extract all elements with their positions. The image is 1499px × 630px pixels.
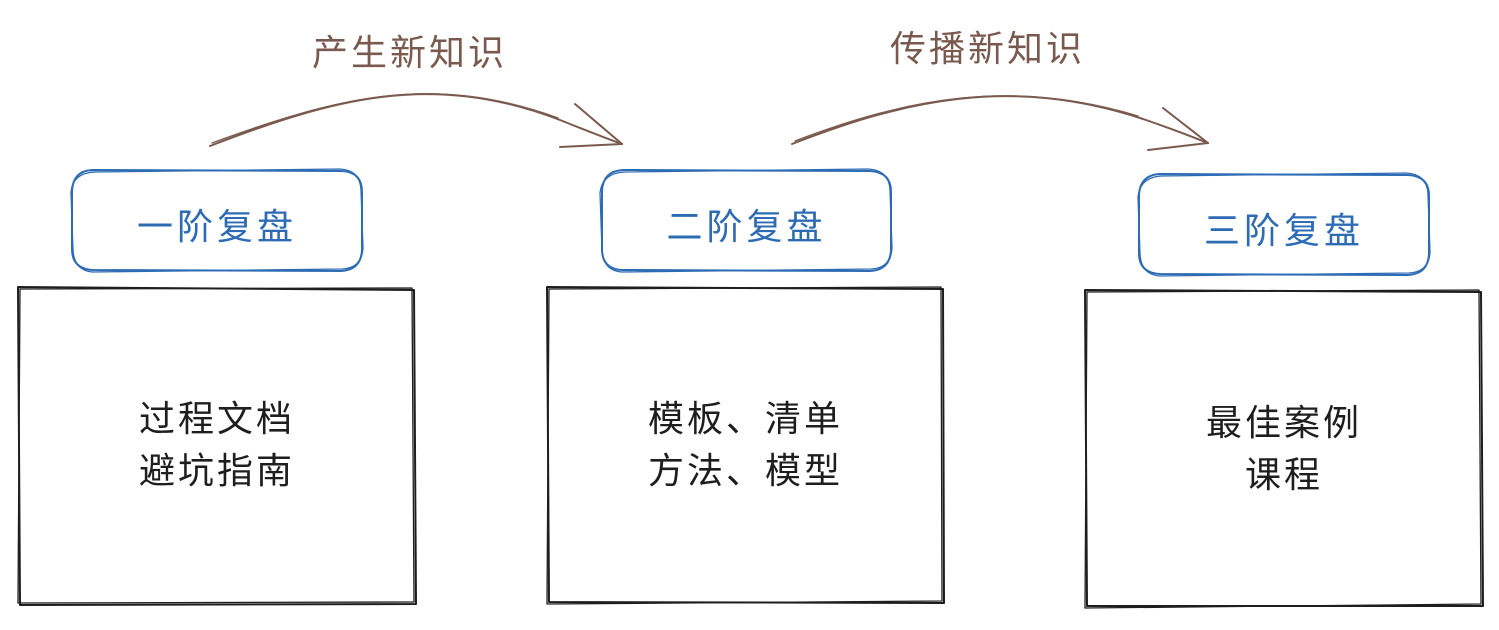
arrow-produce-knowledge bbox=[209, 93, 623, 148]
stage-1-line-2: 避坑指南 bbox=[138, 451, 295, 492]
stage-1-title: 一阶复盘 bbox=[136, 207, 297, 248]
stage-3-line-2: 课程 bbox=[1244, 455, 1323, 496]
stage-3-pill bbox=[1137, 172, 1431, 277]
stage-2-line-1: 模板、清单 bbox=[647, 399, 843, 440]
stage-3-content-box bbox=[1084, 289, 1484, 609]
arrow-spread-knowledge bbox=[791, 95, 1209, 151]
stage-3-content: 最佳案例 课程 bbox=[1085, 398, 1483, 502]
stage-2-pill bbox=[599, 168, 893, 273]
stage-1-pill bbox=[70, 168, 364, 273]
stage-3-title: 三阶复盘 bbox=[1203, 211, 1364, 252]
stage-2-content-box bbox=[546, 286, 945, 605]
stage-1-content-box bbox=[17, 286, 417, 606]
stage-1-line-1: 过程文档 bbox=[138, 399, 295, 440]
arrow-label-produce: 产生新知识 bbox=[312, 33, 508, 74]
stage-2-line-2: 方法、模型 bbox=[647, 451, 843, 492]
stage-2-title: 二阶复盘 bbox=[666, 207, 827, 248]
stage-3-line-1: 最佳案例 bbox=[1205, 403, 1362, 444]
stage-1-content: 过程文档 避坑指南 bbox=[18, 394, 416, 498]
arrow-label-spread: 传播新知识 bbox=[890, 29, 1086, 70]
stage-2-content: 模板、清单 方法、模型 bbox=[547, 394, 944, 498]
